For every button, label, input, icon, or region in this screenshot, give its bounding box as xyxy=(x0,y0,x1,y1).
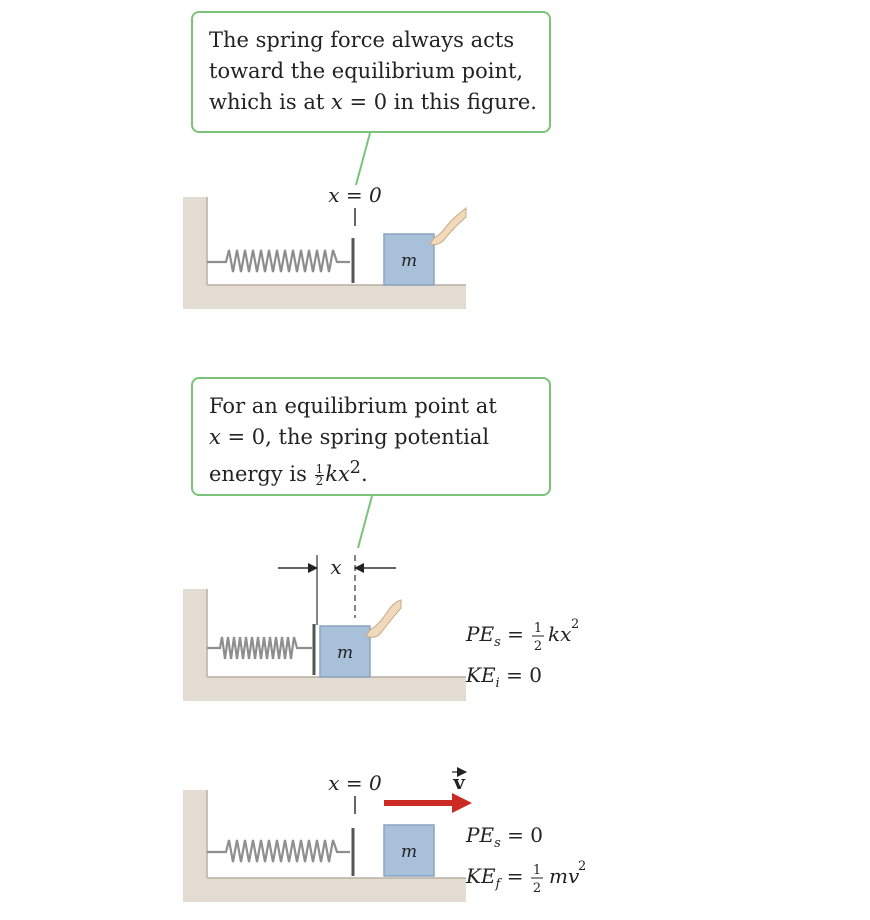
callout-2-pointer xyxy=(357,495,373,549)
velocity-label: v xyxy=(452,770,466,794)
callout-2-line-1: For an equilibrium point at xyxy=(209,394,497,418)
mass-label: m xyxy=(337,643,353,663)
callout-1-pointer xyxy=(355,132,371,186)
ke-label: KEi = 0 xyxy=(465,663,542,691)
mass-block xyxy=(383,824,435,877)
wall-floor xyxy=(183,790,466,902)
compressed-spring xyxy=(207,636,312,660)
wall-floor xyxy=(183,197,466,309)
ke-fraction-numerator: 1 xyxy=(533,863,541,878)
mass-label: m xyxy=(401,251,417,271)
hand-icon xyxy=(365,599,402,638)
equilibrium-label: x = 0 xyxy=(328,771,382,795)
callout-1-line-1: The spring force always acts xyxy=(209,28,515,52)
wall-floor xyxy=(183,589,466,701)
panel-1: x = 0 m xyxy=(183,183,467,309)
ke-expression: mv xyxy=(549,864,580,888)
spring xyxy=(207,249,350,273)
ke-fraction-denominator: 2 xyxy=(533,881,541,896)
callout-spring-force: The spring force always acts toward the … xyxy=(191,11,551,133)
pe-exponent: 2 xyxy=(571,617,579,632)
pe-fraction-numerator: 1 xyxy=(534,621,542,636)
ke-label: KEf = xyxy=(465,864,523,892)
pe-label: PEs = xyxy=(465,622,524,650)
panel-3: x = 0 v m PEs = 0 KEf = 1 2 mv 2 xyxy=(183,767,586,902)
callout-1-line-3: which is at x = 0 in this figure. xyxy=(209,90,537,114)
ke-exponent: 2 xyxy=(578,859,586,874)
callout-potential-energy: For an equilibrium point at x = 0, the s… xyxy=(191,377,551,496)
mass-label: m xyxy=(401,842,417,862)
pe-label: PEs = 0 xyxy=(465,823,543,851)
pe-fraction-denominator: 2 xyxy=(534,639,542,654)
callout-2-line-2: x = 0, the spring potential xyxy=(209,425,490,449)
velocity-arrow xyxy=(384,793,472,813)
spring xyxy=(207,839,350,863)
panel-2: x m PEs = 1 2 kx 2 KEi = 0 xyxy=(183,555,579,701)
displacement-label: x xyxy=(330,555,341,579)
pe-expression: kx xyxy=(548,622,571,646)
equilibrium-label: x = 0 xyxy=(328,183,382,207)
hand-icon xyxy=(429,206,467,246)
mass-block xyxy=(319,625,371,678)
mass-block xyxy=(383,233,435,286)
callout-1-line-2: toward the equilibrium point, xyxy=(209,59,524,83)
